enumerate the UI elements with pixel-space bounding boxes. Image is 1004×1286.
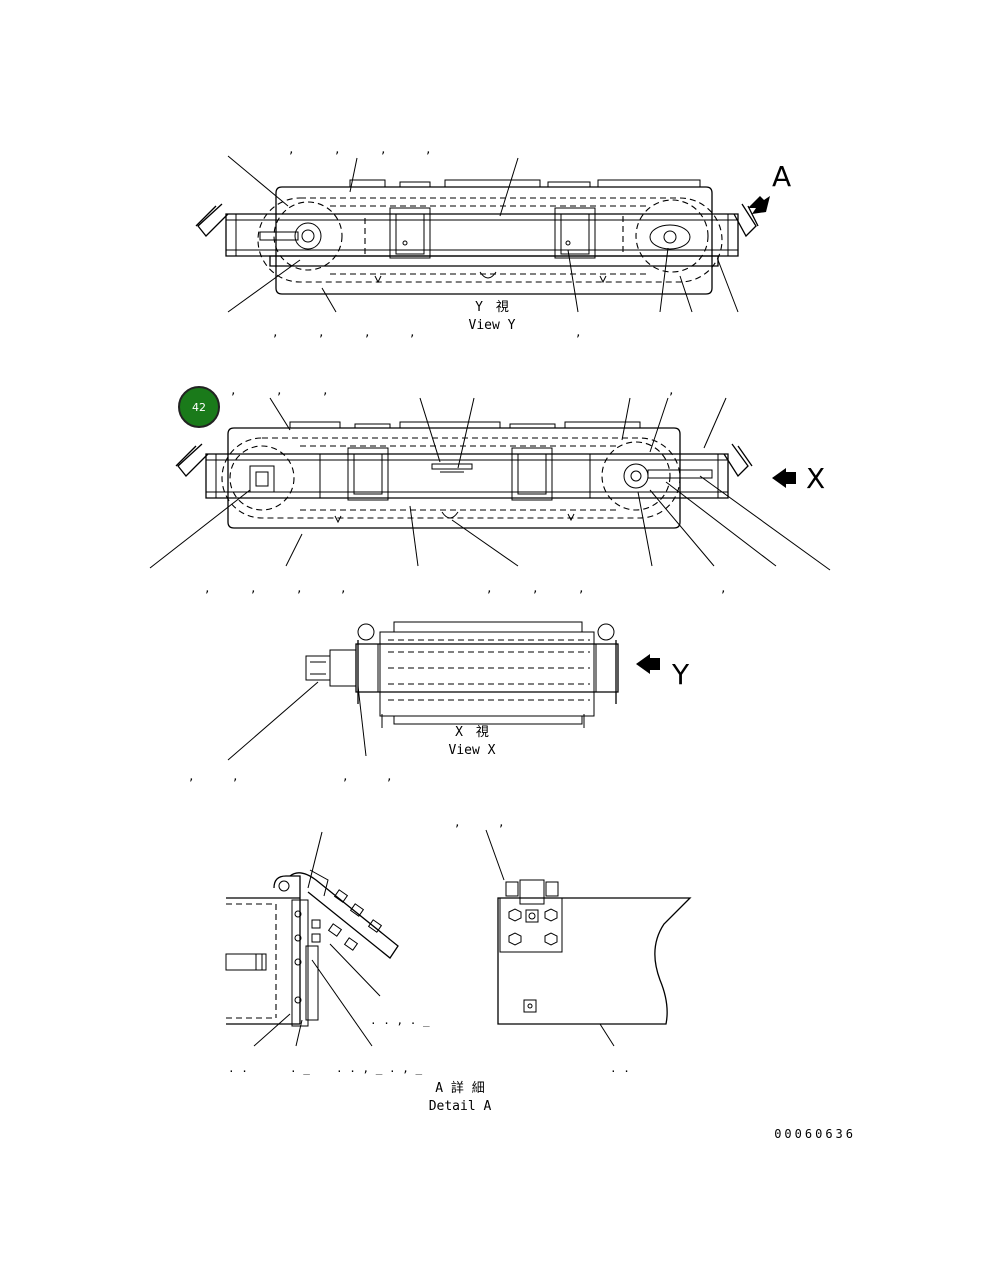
svg-text:,: , xyxy=(334,143,341,156)
svg-text:. .: . . xyxy=(228,1062,248,1075)
svg-text:,: , xyxy=(409,326,416,339)
svg-text:. . , . _: . . , . _ xyxy=(370,1014,430,1027)
svg-text:,: , xyxy=(232,770,239,783)
svg-text:,: , xyxy=(454,816,461,829)
view-x-assembly xyxy=(306,622,618,728)
view-x-ref-marks: ,,,, ,, xyxy=(188,770,505,829)
arrow-y-icon xyxy=(636,654,660,674)
drawing-number: 00060636 xyxy=(774,1127,856,1141)
svg-text:,: , xyxy=(364,326,371,339)
svg-text:,: , xyxy=(668,384,675,397)
svg-text:,: , xyxy=(425,143,432,156)
svg-text:. _: . _ xyxy=(290,1062,310,1075)
svg-text:,: , xyxy=(322,384,329,397)
svg-text:,: , xyxy=(498,816,505,829)
svg-text:,: , xyxy=(340,582,347,595)
detail-a-title-en: Detail A xyxy=(429,1099,492,1114)
arrow-x-icon xyxy=(772,468,796,488)
svg-text:. .: . . xyxy=(610,1062,630,1075)
svg-text:,: , xyxy=(276,384,283,397)
view-y-ref-marks: ,,,, ,,,,, xyxy=(272,143,582,339)
main-assembly xyxy=(176,422,752,528)
svg-text:,: , xyxy=(250,582,257,595)
detail-a-title-jp: A 詳 細 xyxy=(435,1080,484,1096)
svg-text:,: , xyxy=(204,582,211,595)
view-y-title-en: View Y xyxy=(469,318,516,333)
svg-text:,: , xyxy=(578,582,585,595)
view-y-assembly xyxy=(196,180,758,294)
svg-text:,: , xyxy=(188,770,195,783)
svg-text:,: , xyxy=(288,143,295,156)
svg-text:,: , xyxy=(296,582,303,595)
arrow-y-label: Y xyxy=(671,658,690,691)
svg-text:,: , xyxy=(342,770,349,783)
svg-text:,: , xyxy=(575,326,582,339)
view-x-title-jp: X 視 xyxy=(455,725,489,740)
arrow-x-label: X xyxy=(806,462,825,495)
svg-text:,: , xyxy=(318,326,325,339)
arrow-a-icon xyxy=(748,196,770,214)
svg-text:,: , xyxy=(486,582,493,595)
callout-badge[interactable]: 42 xyxy=(178,386,220,428)
detail-a-left: . . . _ . . , _ . , _ . . , . _ xyxy=(226,832,430,1075)
view-y-leaders xyxy=(228,156,770,312)
main-leaders xyxy=(150,398,830,570)
svg-text:,: , xyxy=(380,143,387,156)
svg-text:,: , xyxy=(386,770,393,783)
detail-a-right: . . xyxy=(486,830,690,1075)
svg-text:,: , xyxy=(532,582,539,595)
svg-text:. . , _ . , _: . . , _ . , _ xyxy=(336,1062,422,1075)
arrow-a-label: A xyxy=(772,160,791,193)
main-ref-marks: ,,,, ,,,, ,,,, xyxy=(204,384,727,595)
svg-text:,: , xyxy=(230,384,237,397)
svg-text:,: , xyxy=(272,326,279,339)
view-y-title-jp: Y 視 xyxy=(475,300,509,315)
view-x-leaders xyxy=(228,654,660,760)
view-x-title-en: View X xyxy=(449,743,496,758)
svg-text:,: , xyxy=(720,582,727,595)
